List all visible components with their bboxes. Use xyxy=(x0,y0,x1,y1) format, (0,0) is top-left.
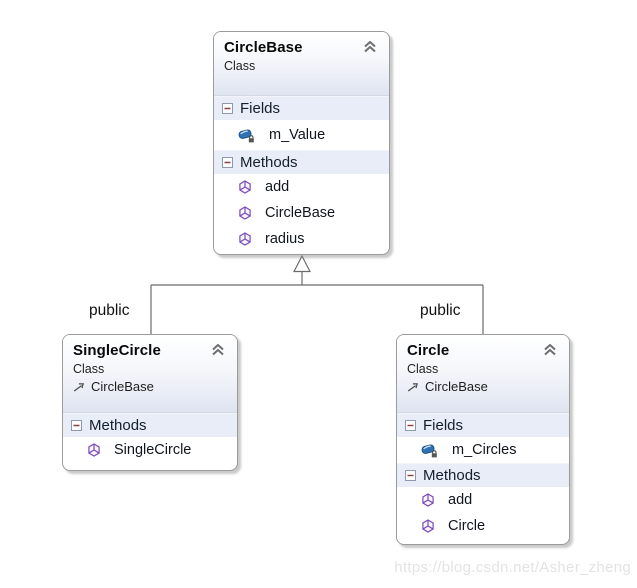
section-row-methods[interactable]: Methods xyxy=(397,463,569,487)
member-name: m_Value xyxy=(269,127,326,143)
class-box-singlecircle[interactable]: SingleCircle Class CircleBase Methods xyxy=(62,334,238,471)
minus-box-expander-icon[interactable] xyxy=(222,103,233,114)
inheritance-lines xyxy=(150,272,484,334)
member-row[interactable]: SingleCircle xyxy=(63,437,237,463)
inheritance-access-label-left: public xyxy=(89,302,130,319)
member-row[interactable]: m_Circles xyxy=(397,437,569,463)
section-row-fields[interactable]: Fields xyxy=(214,96,389,120)
section-row-fields[interactable]: Fields xyxy=(397,413,569,437)
minus-box-expander-icon[interactable] xyxy=(405,420,416,431)
method-icon xyxy=(238,232,252,246)
method-icon xyxy=(421,493,435,507)
minus-box-expander-icon[interactable] xyxy=(222,157,233,168)
base-type-arrow-icon xyxy=(407,382,420,392)
watermark: https://blog.csdn.net/Asher_zheng xyxy=(394,559,631,576)
member-row[interactable]: add xyxy=(397,487,569,513)
member-name: radius xyxy=(265,231,305,247)
minus-box-expander-icon[interactable] xyxy=(71,420,82,431)
minus-box-expander-icon[interactable] xyxy=(405,470,416,481)
section-label: Methods xyxy=(240,154,298,171)
collapse-chevron-icon[interactable] xyxy=(363,40,377,53)
class-title: SingleCircle xyxy=(73,342,161,359)
method-icon xyxy=(421,519,435,533)
class-title: CircleBase xyxy=(224,39,303,56)
member-row[interactable]: m_Value xyxy=(214,120,389,150)
member-row[interactable]: radius xyxy=(214,226,389,252)
class-kind-label: Class xyxy=(73,362,105,376)
class-box-circle[interactable]: Circle Class CircleBase Fields xyxy=(396,334,570,545)
class-kind-label: Class xyxy=(224,59,256,73)
field-private-icon xyxy=(238,128,256,143)
method-icon xyxy=(87,443,101,457)
class-kind-label: Class xyxy=(407,362,439,376)
collapse-chevron-icon[interactable] xyxy=(211,343,225,356)
member-name: CircleBase xyxy=(265,205,336,221)
member-row[interactable]: add xyxy=(214,174,389,200)
method-icon xyxy=(238,180,252,194)
member-row[interactable]: Circle xyxy=(397,513,569,539)
base-type-name: CircleBase xyxy=(91,379,154,394)
method-icon xyxy=(238,206,252,220)
class-header: Circle Class CircleBase xyxy=(397,335,569,413)
base-type-name: CircleBase xyxy=(425,379,488,394)
section-label: Methods xyxy=(89,417,147,434)
section-label: Fields xyxy=(240,100,281,117)
collapse-chevron-icon[interactable] xyxy=(543,343,557,356)
member-name: add xyxy=(448,492,473,508)
section-row-methods[interactable]: Methods xyxy=(214,150,389,174)
member-name: m_Circles xyxy=(452,442,517,458)
class-title: Circle xyxy=(407,342,450,359)
member-name: add xyxy=(265,179,290,195)
base-type-row: CircleBase xyxy=(73,379,227,394)
class-header: CircleBase Class xyxy=(214,32,389,96)
section-label: Fields xyxy=(423,417,464,434)
class-header: SingleCircle Class CircleBase xyxy=(63,335,237,413)
class-box-circlebase[interactable]: CircleBase Class Fields m_Value Methods xyxy=(213,31,390,255)
section-row-methods[interactable]: Methods xyxy=(63,413,237,437)
member-row[interactable]: CircleBase xyxy=(214,200,389,226)
inheritance-access-label-right: public xyxy=(420,302,461,319)
base-type-arrow-icon xyxy=(73,382,86,392)
field-private-icon xyxy=(421,443,439,458)
base-type-row: CircleBase xyxy=(407,379,559,394)
member-name: Circle xyxy=(448,518,486,534)
section-label: Methods xyxy=(423,467,481,484)
inheritance-triangle-icon xyxy=(293,254,311,273)
member-name: SingleCircle xyxy=(114,442,192,458)
